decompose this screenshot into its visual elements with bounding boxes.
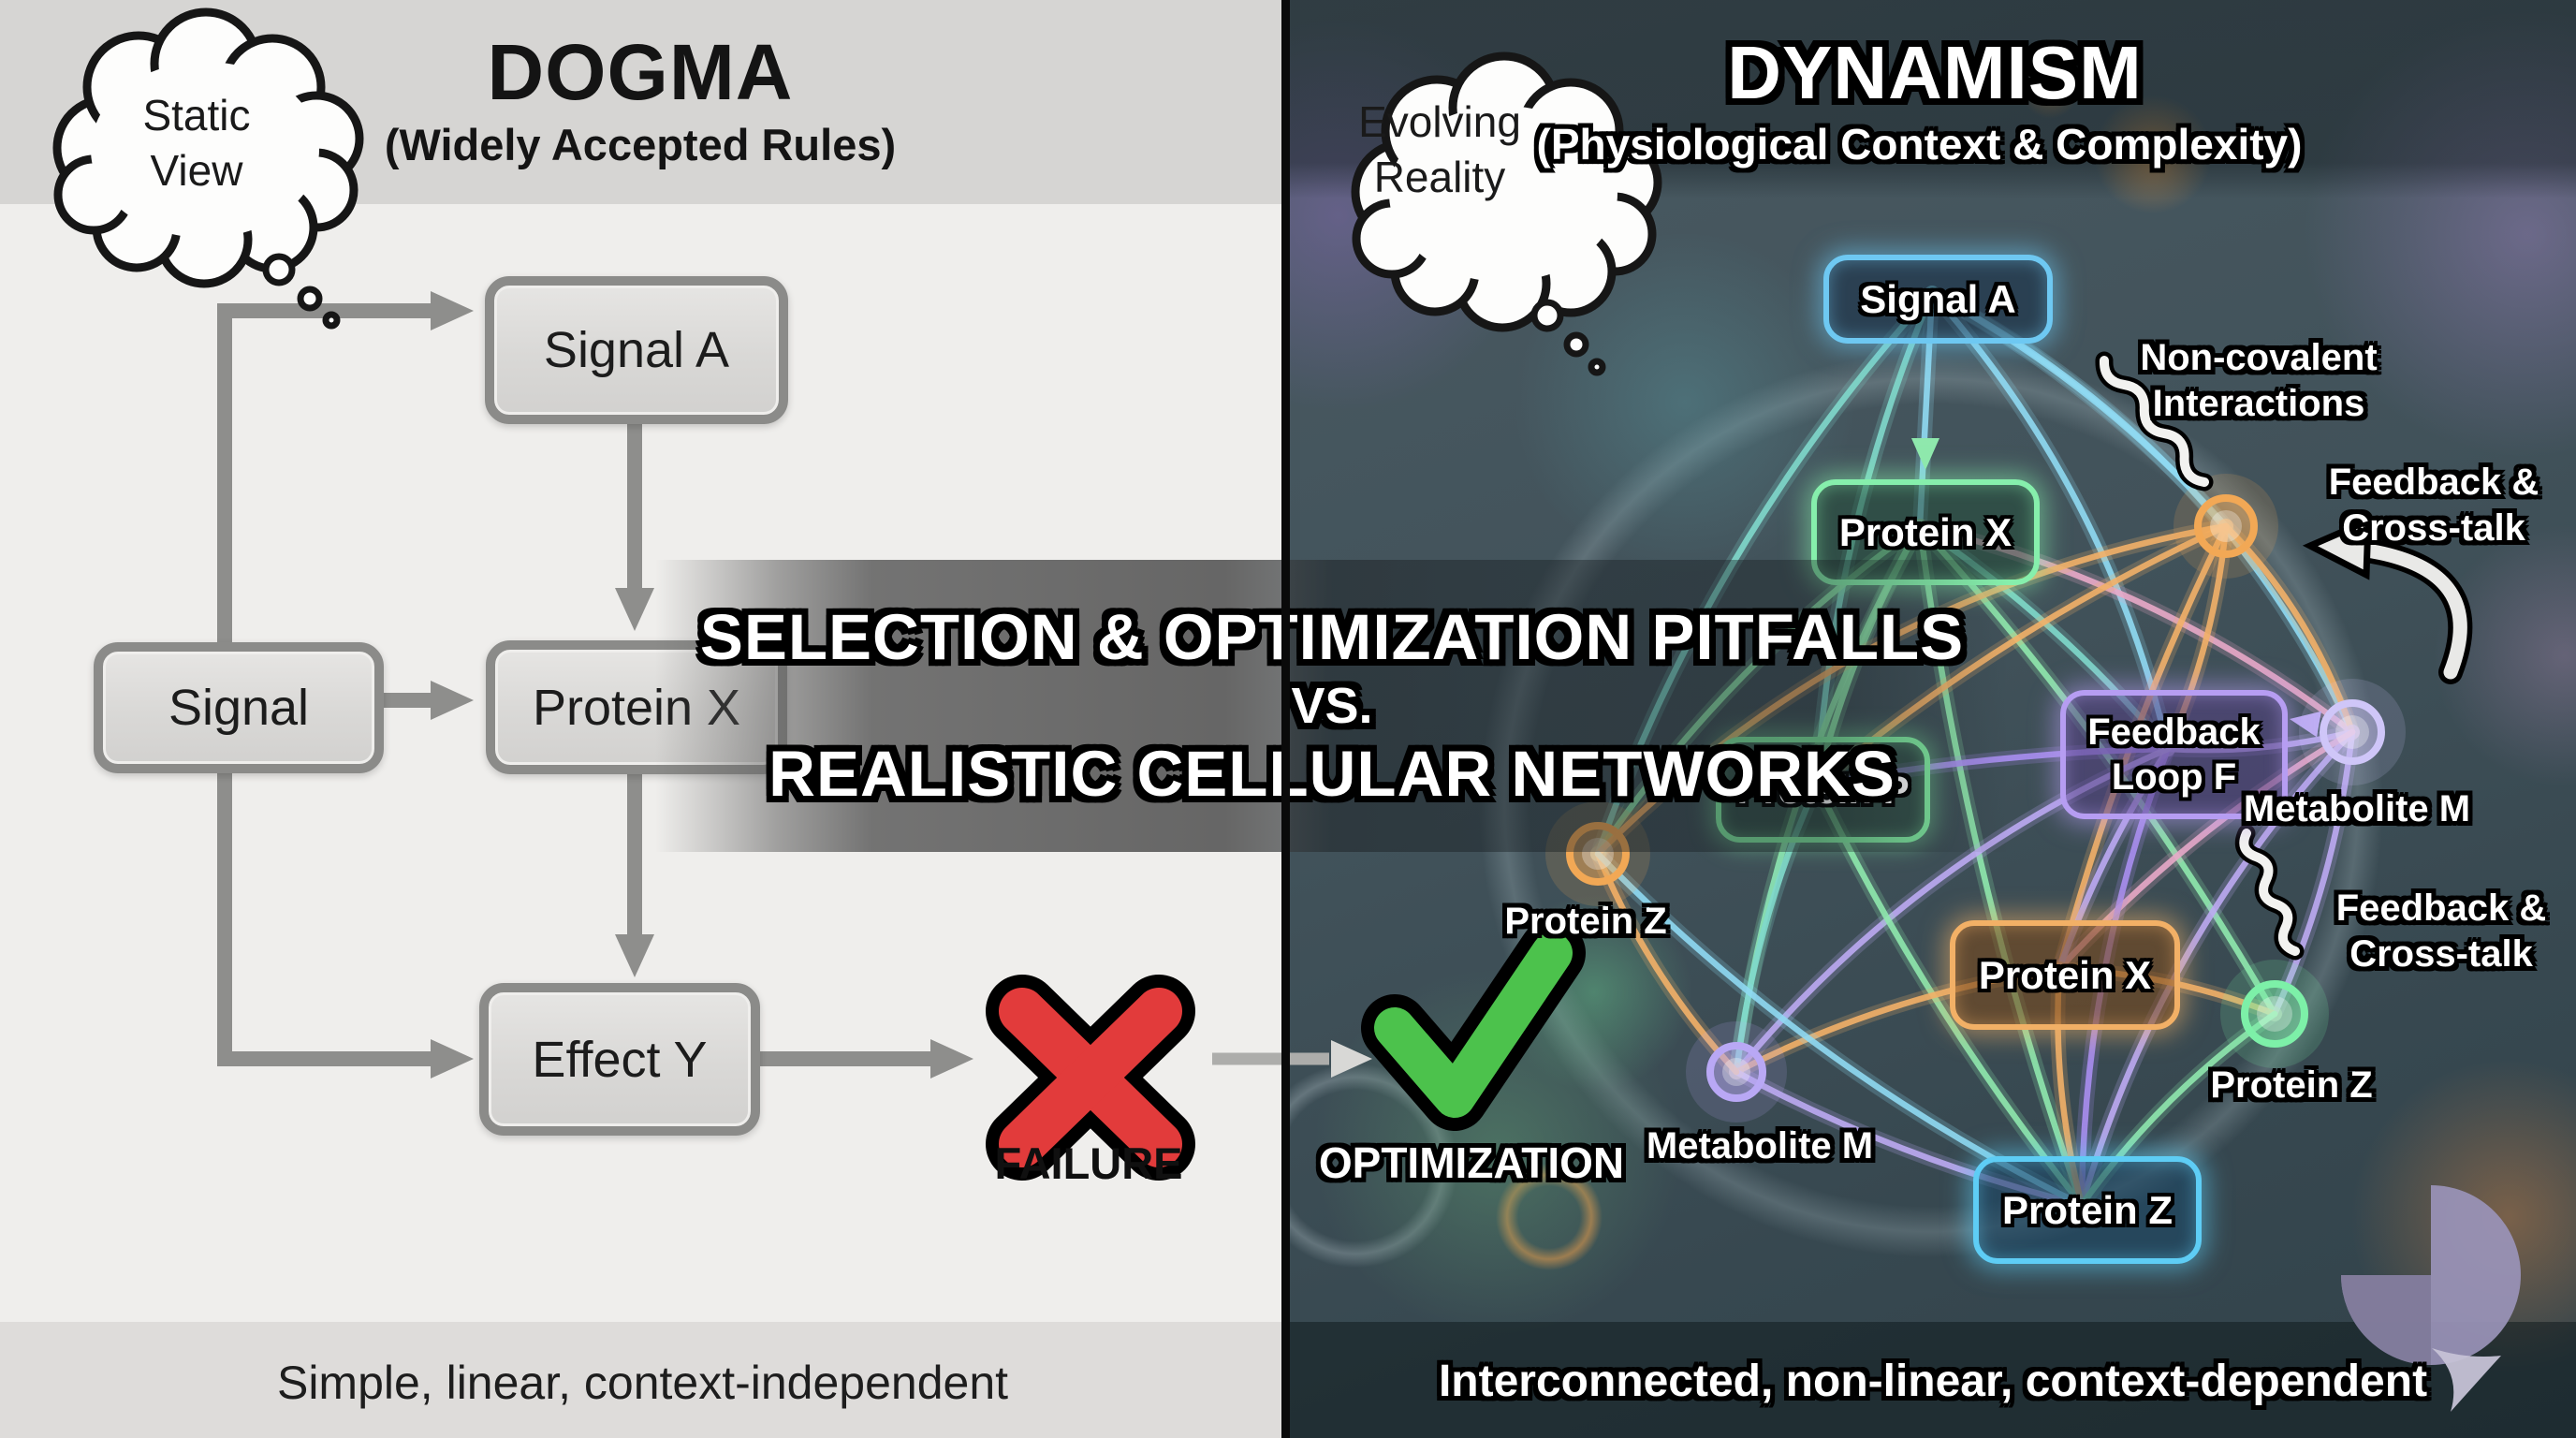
network-circle-node-protein-z-right-node: [2245, 984, 2305, 1044]
flow-box-effect-y-label: Effect Y: [532, 1031, 708, 1088]
arrowhead-to-signal-a: [431, 291, 474, 330]
annotation-protein-z-right: Protein Z: [2210, 1064, 2373, 1106]
annotation-non-covalent-interactions: Non-covalent Interactions: [2140, 337, 2378, 424]
banner-line-1: SELECTION & OPTIMIZATION PITFALLS: [699, 601, 1965, 674]
banner-line-2: VS.: [1291, 677, 1373, 734]
arrowhead-to-effect-y: [431, 1039, 474, 1078]
optimization-label: OPTIMIZATION: [1318, 1138, 1625, 1187]
cloud-body: [1389, 106, 1617, 282]
network-edge: [1928, 289, 2172, 753]
left-caption: Simple, linear, context-independent: [276, 1357, 1009, 1409]
annotation-feedback-crosstalk-top: Feedback & Cross-talk: [2328, 462, 2539, 549]
network-node-protein-z-label: Protein Z: [2001, 1187, 2173, 1232]
arrowhead-to-failure: [930, 1039, 973, 1078]
flow-box-signal-label: Signal: [168, 680, 310, 736]
thought-cloud-icon-left: [52, 7, 364, 288]
annotation-protein-z-left: Protein Z: [1504, 900, 1667, 942]
network-circle-node-ring: [2320, 699, 2385, 765]
thought-bubble-dot: [1588, 358, 1606, 376]
thought-cloud-icon-right: [1351, 51, 1662, 332]
network-node-protein-z: Protein Z: [1973, 1156, 2202, 1264]
dynamism-title: DYNAMISM: [1727, 30, 2143, 114]
thought-bubble-dot: [1530, 299, 1564, 332]
network-node-signal-a: Signal A: [1823, 255, 2053, 344]
network-circle-node-halo: [2220, 960, 2329, 1068]
network-circle-node-halo: [1686, 1021, 1787, 1123]
squiggle-top: [2099, 356, 2209, 487]
right-caption-band: [1285, 1322, 2576, 1438]
network-circle-node-metabolite-m-right: [2323, 703, 2381, 761]
network-circle-node-ring: [1706, 1042, 1766, 1102]
annotation-metabolite-m-bottom: Metabolite M: [1646, 1124, 1874, 1167]
dogma-title: DOGMA: [487, 28, 794, 116]
flow-box-effect-y: Effect Y: [479, 983, 760, 1136]
flow-box-signal: Signal: [94, 642, 384, 773]
thought-bubble-dot: [262, 253, 296, 286]
banner-line-3: REALISTIC CELLULAR NETWORKS: [768, 738, 1895, 811]
dogma-subtitle: (Widely Accepted Rules): [384, 119, 897, 169]
network-circle-node-core: [2335, 715, 2369, 749]
flow-box-signal-a-label: Signal A: [543, 322, 730, 378]
annotation-metabolite-m-right: Metabolite M: [2243, 787, 2471, 829]
network-circle-node-halo: [2299, 679, 2406, 785]
network-circle-node-core: [2210, 510, 2242, 542]
speech-balloon-icon-shade: [2341, 1275, 2431, 1365]
panel-divider: [1281, 0, 1290, 1438]
network-circle-node-metabolite-m-bottom: [1710, 1046, 1763, 1098]
network-edge: [2078, 728, 2356, 1209]
right-caption: Interconnected, non-linear, context-depe…: [1438, 1356, 2428, 1406]
network-edge: [1594, 850, 1740, 1076]
crosstalk-arrow: [2337, 540, 2467, 680]
network-node-feedback-loop-f-label: Feedback Loop F: [2087, 712, 2261, 798]
network-circle-node-core: [2257, 996, 2292, 1032]
arrowhead-to-protein-x: [431, 681, 474, 720]
green-check-icon: [1374, 932, 1573, 1118]
network-circle-node-core: [1722, 1058, 1750, 1086]
speech-balloon-tail: [2432, 1348, 2501, 1412]
arrowhead-to-optimization: [1331, 1040, 1372, 1078]
network-circle-node-orange-hub: [2198, 498, 2254, 554]
network-circle-node-ring: [2194, 494, 2258, 558]
red-x-icon: [999, 988, 1182, 1167]
metabolite-to-feedback-arrowhead: [2290, 711, 2321, 738]
failure-label: FAILURE: [994, 1137, 1183, 1188]
network-edge: [2271, 728, 2356, 1018]
arrowhead-down-2: [615, 934, 654, 977]
squiggle-bottom: [2239, 829, 2300, 956]
annotation-feedback-crosstalk-bottom: Feedback & Cross-talk: [2335, 888, 2547, 975]
network-node-protein-x-orange-label: Protein X: [1978, 952, 2152, 997]
dynamism-subtitle: (Physiological Context & Complexity): [1536, 120, 2303, 169]
crosstalk-arrowhead: [2302, 515, 2372, 580]
network-node-protein-x-orange: Protein X: [1950, 920, 2180, 1030]
left-caption-band: [0, 1322, 1285, 1438]
network-circle-node-ring: [2241, 980, 2308, 1048]
network-node-feedback-loop-f: Feedback Loop F: [2060, 690, 2288, 819]
thought-bubble-dot: [297, 286, 323, 312]
flow-box-signal-a: Signal A: [485, 276, 788, 424]
network-node-signal-a-label: Signal A: [1860, 276, 2016, 321]
center-banner: SELECTION & OPTIMIZATION PITFALLS VS. RE…: [655, 560, 2009, 852]
thought-bubble-dot: [1563, 331, 1589, 358]
signal-a-to-protein-x-arrowhead: [1911, 438, 1939, 470]
network-circle-node-halo: [2174, 474, 2278, 579]
network-node-protein-x-label: Protein X: [1838, 509, 2012, 554]
thought-bubble-dot: [322, 311, 341, 330]
arrowhead-down-1: [615, 588, 654, 631]
cloud-body: [91, 62, 319, 238]
